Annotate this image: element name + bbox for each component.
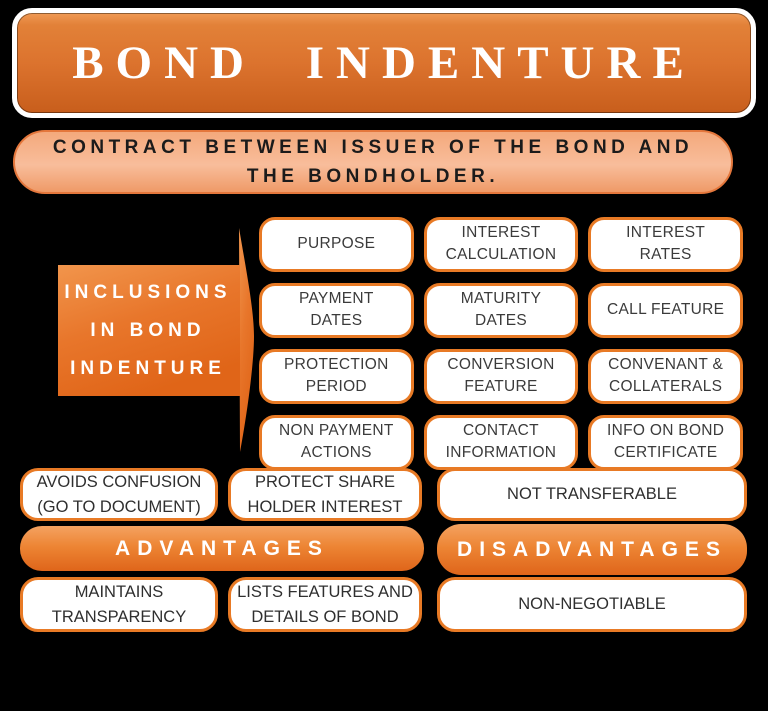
definition-pill: CONTRACT BETWEEN ISSUER OF THE BOND AND …	[13, 130, 733, 194]
inclusion-item-protection-period: PROTECTION PERIOD	[259, 348, 414, 404]
arrow-body	[58, 265, 240, 396]
inclusion-item-payment-dates: PAYMENT DATES	[259, 282, 414, 338]
advantages-header-bar: ADVANTAGES	[20, 526, 424, 571]
inclusions-arrow-shape	[58, 228, 254, 452]
title-banner: BOND INDENTURE	[12, 8, 756, 118]
advantages-header-label: ADVANTAGES	[115, 536, 329, 560]
inclusion-item-interest-rates: INTEREST RATES	[588, 217, 743, 272]
arrow-point	[239, 228, 254, 452]
inclusions-heading-line-1: INCLUSIONS	[64, 282, 232, 303]
inclusions-grid: PURPOSE INTEREST CALCULATION INTEREST RA…	[259, 217, 743, 470]
inclusion-item-call-feature: CALL FEATURE	[588, 282, 743, 338]
disadvantages-header-bar: DISADVANTAGES	[437, 524, 747, 575]
inclusion-item-purpose: PURPOSE	[259, 217, 414, 272]
inclusion-item-non-payment-actions: NON PAYMENT ACTIONS	[259, 414, 414, 470]
advantage-item-maintains-transparency: MAINTAINS TRANSPARENCY	[20, 577, 218, 632]
inclusion-item-info-on-bond-certificate: INFO ON BOND CERTIFICATE	[588, 414, 743, 470]
inclusion-item-convenant-collaterals: CONVENANT & COLLATERALS	[588, 348, 743, 404]
disadvantage-item-non-negotiable: NON-NEGOTIABLE	[437, 577, 747, 632]
inclusions-heading: INCLUSIONS IN BOND INDENTURE	[58, 266, 238, 396]
advantage-item-protect-shareholder: PROTECT SHARE HOLDER INTEREST	[228, 468, 422, 521]
disadvantage-item-not-transferable: NOT TRANSFERABLE	[437, 468, 747, 521]
inclusions-heading-line-3: INDENTURE	[70, 358, 226, 379]
definition-line-2: THE BONDHOLDER.	[246, 166, 500, 187]
inclusions-heading-line-2: IN BOND	[90, 320, 206, 341]
advantage-item-avoids-confusion: AVOIDS CONFUSION (GO TO DOCUMENT)	[20, 468, 218, 521]
inclusion-item-maturity-dates: MATURITY DATES	[423, 282, 579, 338]
inclusion-item-interest-calculation: INTEREST CALCULATION	[423, 217, 579, 272]
definition-line-1: CONTRACT BETWEEN ISSUER OF THE BOND AND	[52, 137, 694, 158]
inclusion-item-contact-information: CONTACT INFORMATION	[423, 414, 579, 470]
page-title: BOND INDENTURE	[72, 37, 696, 89]
advantage-item-lists-features: LISTS FEATURES AND DETAILS OF BOND	[228, 577, 422, 632]
disadvantages-header-label: DISADVANTAGES	[457, 537, 727, 561]
inclusion-item-conversion-feature: CONVERSION FEATURE	[423, 348, 579, 404]
